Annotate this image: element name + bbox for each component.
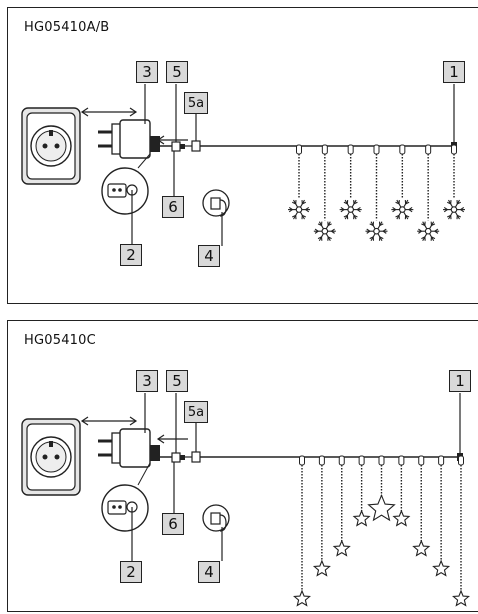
callout-3: 3 <box>136 370 158 392</box>
snowflake-icon <box>443 199 465 220</box>
callout-2: 2 <box>120 561 142 583</box>
wall-socket-icon <box>21 418 81 496</box>
cable-connector-icon <box>160 393 201 513</box>
model-label: HG05410C <box>24 333 96 348</box>
star-icon <box>432 559 451 577</box>
plug-direction-arrow <box>80 416 138 426</box>
light-strands <box>293 455 470 607</box>
light-strand <box>332 455 351 557</box>
end-cap-detail <box>202 504 230 561</box>
snowflake-icon <box>365 221 388 242</box>
callout-4: 4 <box>198 561 220 583</box>
star-icon <box>352 509 371 527</box>
callout-5a: 5a <box>184 401 208 423</box>
star-icon <box>452 589 470 607</box>
light-strand <box>412 455 431 557</box>
snowflake-icon <box>288 199 310 220</box>
callout-4: 4 <box>198 245 220 267</box>
connect-arrow <box>156 135 188 145</box>
power-indicator-detail <box>101 153 151 245</box>
light-strand <box>352 455 371 527</box>
snowflake-icon <box>391 199 414 220</box>
snowflake-icon <box>313 221 336 242</box>
snowflake-icon <box>339 199 362 220</box>
light-strand <box>391 144 414 220</box>
light-strand <box>313 144 336 242</box>
light-strand <box>452 455 470 607</box>
model-label: HG05410A/B <box>24 20 110 35</box>
callout-3: 3 <box>136 61 158 83</box>
light-strand <box>312 455 331 577</box>
callout-5: 5 <box>166 61 188 83</box>
diagram-drawing-c <box>21 393 470 607</box>
callout-6: 6 <box>162 196 184 218</box>
callout-2: 2 <box>120 244 142 266</box>
star-icon <box>392 509 411 527</box>
star-icon <box>312 559 331 577</box>
panel-hg05410ab: HG05410A/B <box>7 7 478 304</box>
end-cap-detail <box>202 189 230 246</box>
light-strand <box>288 144 310 220</box>
callout-1: 1 <box>449 370 471 392</box>
light-strand <box>443 144 465 220</box>
callout-1: 1 <box>443 61 465 83</box>
light-strand <box>392 455 411 527</box>
plug-direction-arrow <box>80 107 138 117</box>
star-icon <box>332 539 351 557</box>
callout-5a: 5a <box>184 92 208 114</box>
panel-hg05410c: HG05410C <box>7 320 478 612</box>
cable-connector-icon <box>160 84 201 196</box>
plug-adapter-icon <box>98 393 160 468</box>
snowflake-icon <box>417 221 440 242</box>
callout-6: 6 <box>162 513 184 535</box>
light-strand <box>293 455 311 607</box>
light-strand <box>367 455 396 522</box>
connect-arrow <box>156 434 188 444</box>
light-strands <box>288 144 465 242</box>
star-icon <box>412 539 431 557</box>
star-icon <box>293 589 311 607</box>
light-strand <box>365 144 388 242</box>
wall-socket-icon <box>21 107 81 185</box>
diagram-drawing-a <box>21 84 465 246</box>
plug-adapter-icon <box>98 84 160 159</box>
callout-5: 5 <box>166 370 188 392</box>
light-strand <box>339 144 362 220</box>
light-strand <box>432 455 451 577</box>
light-strand <box>417 144 440 242</box>
power-indicator-detail <box>101 462 151 561</box>
star-icon <box>367 493 396 522</box>
